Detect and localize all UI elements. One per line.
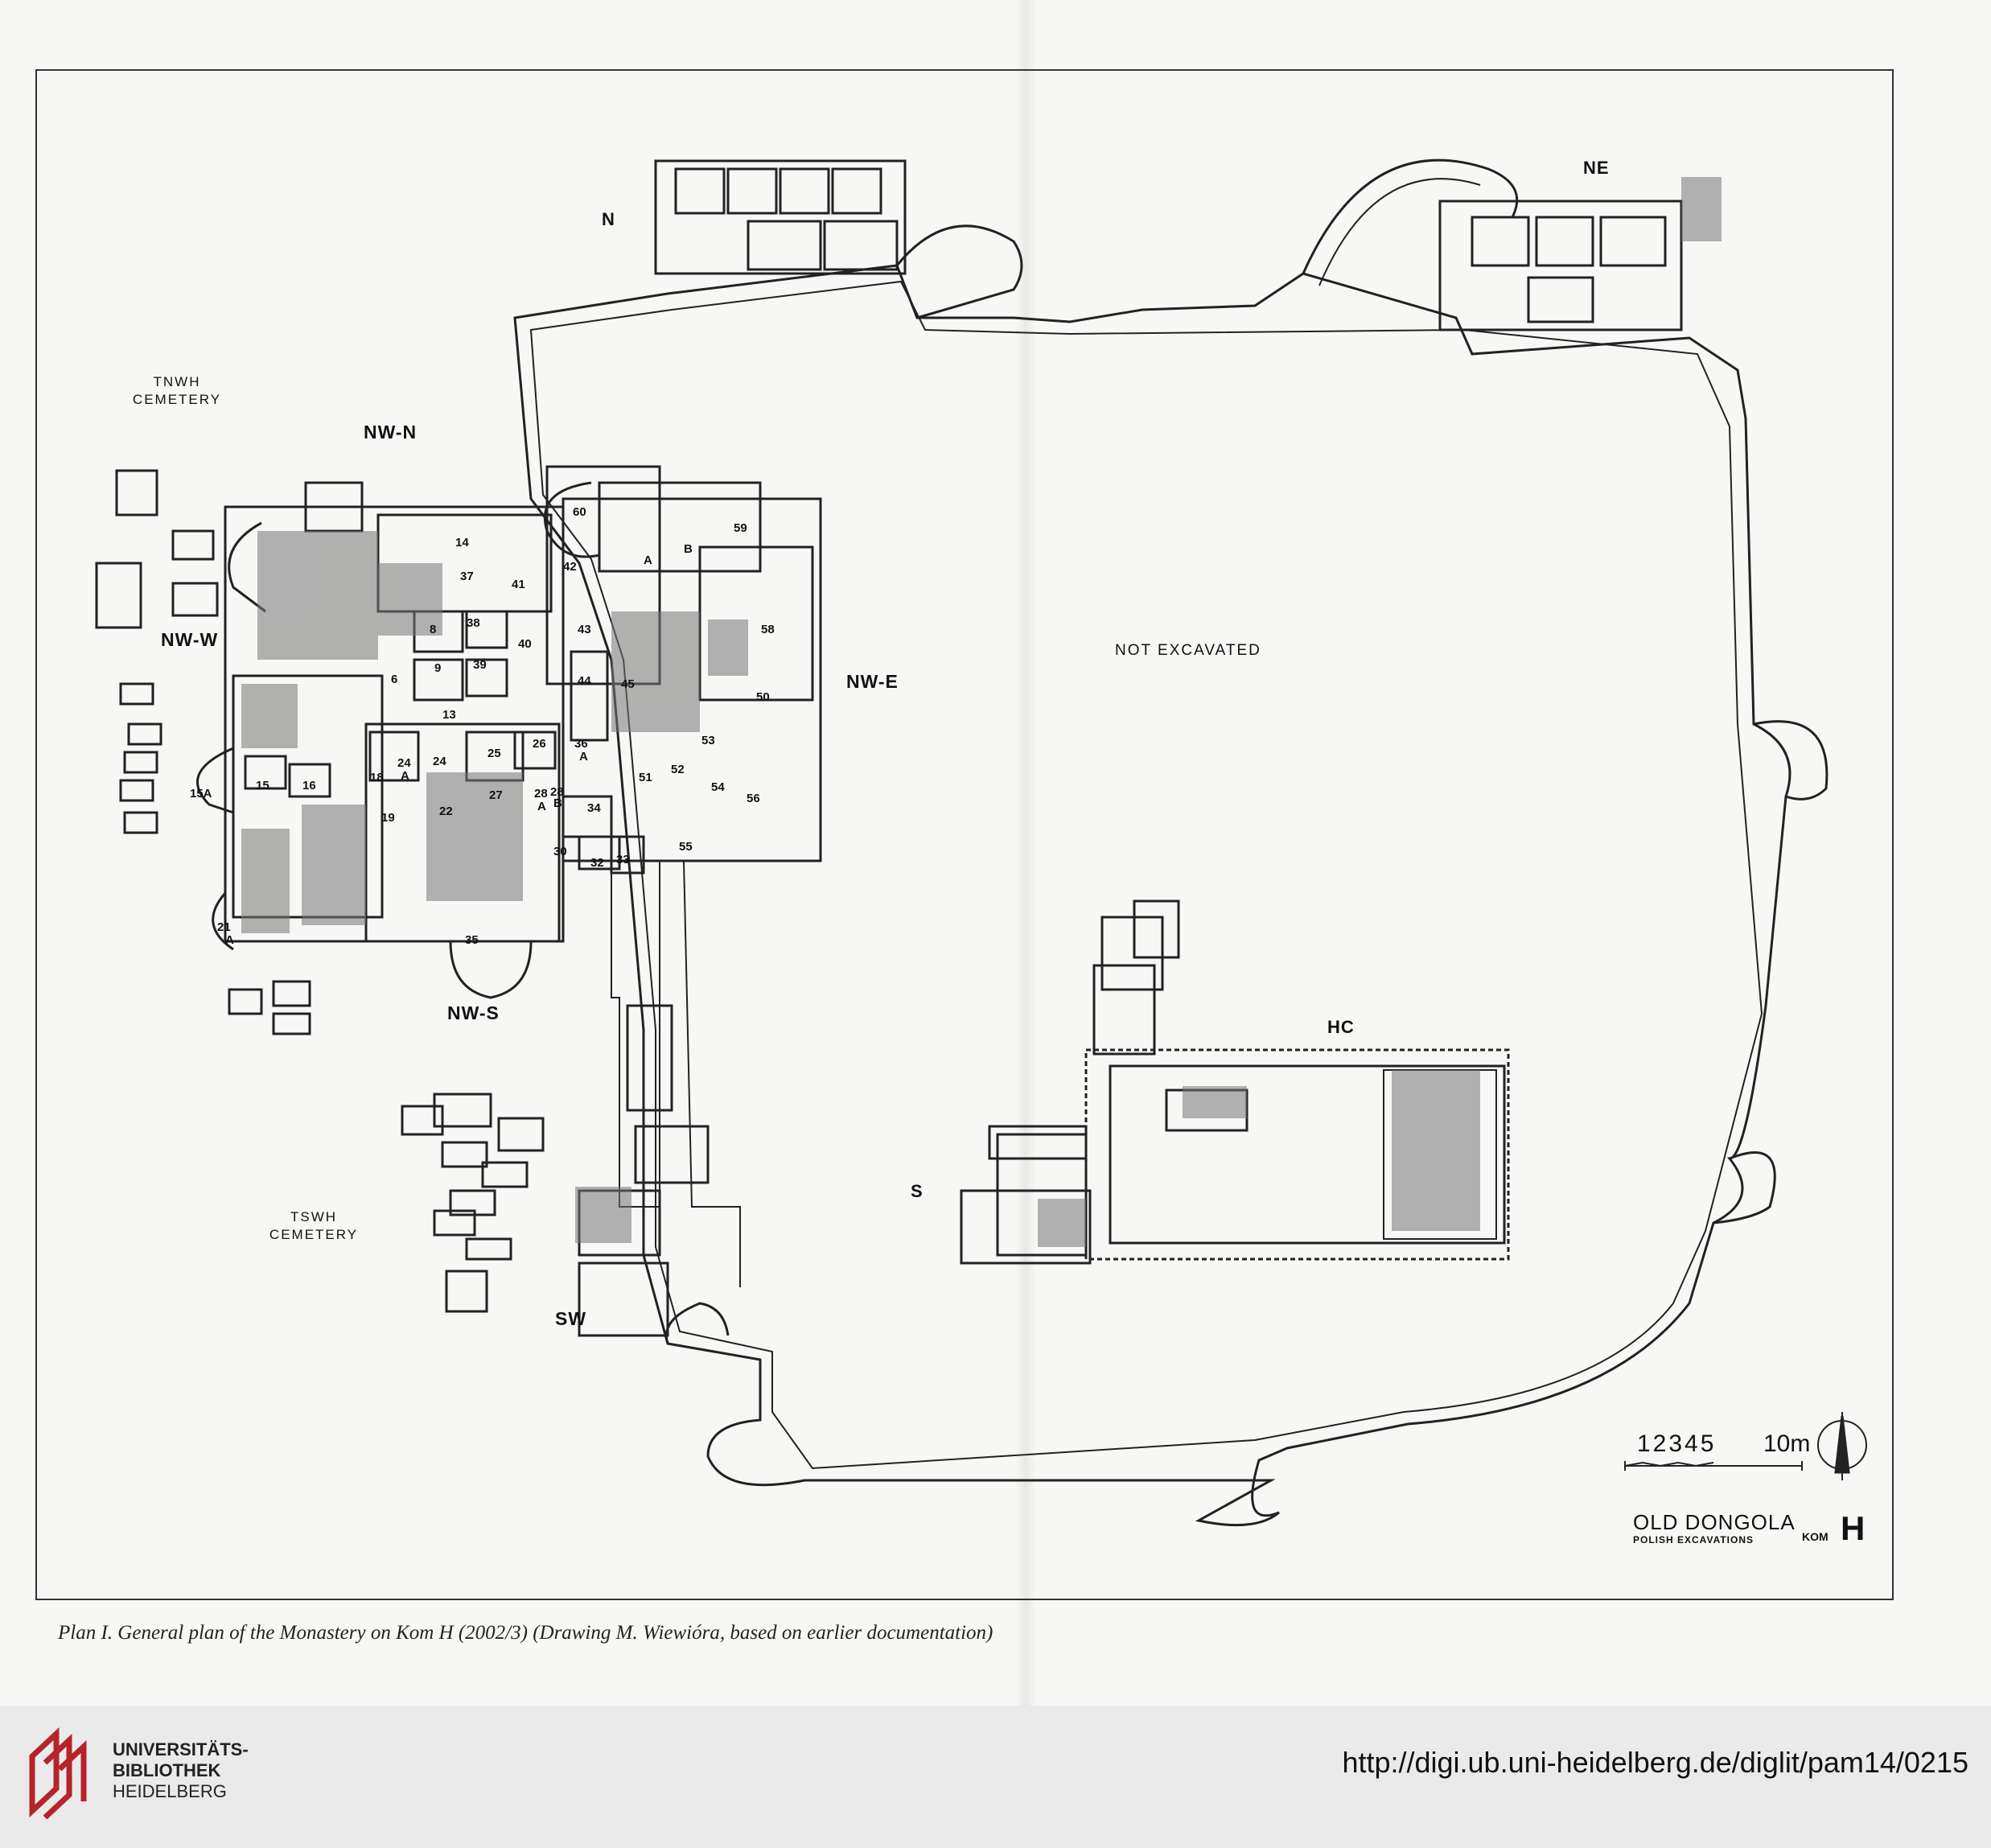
- room-number: 15A: [190, 787, 212, 801]
- library-line3: HEIDELBERG: [113, 1781, 227, 1801]
- room-number: 19: [381, 811, 395, 825]
- tswh-line1: TSWH: [290, 1209, 338, 1224]
- room-number: 28: [534, 787, 548, 801]
- library-name: UNIVERSITÄTS- BIBLIOTHEK HEIDELBERG: [113, 1739, 249, 1802]
- room-number: A: [644, 554, 652, 567]
- room-number: B: [553, 796, 562, 810]
- page-fold: [1015, 0, 1036, 1706]
- tnwh-cemetery-label: TNWH CEMETERY: [121, 373, 233, 409]
- room-number: 52: [671, 763, 685, 776]
- room-number: 59: [734, 521, 747, 535]
- library-line2: BIBLIOTHEK: [113, 1760, 221, 1780]
- room-number: 32: [590, 856, 604, 870]
- room-number: 60: [573, 505, 586, 519]
- room-number: 56: [747, 792, 760, 805]
- room-number: 15: [256, 779, 269, 792]
- scale-ten-m: 10m: [1763, 1430, 1811, 1457]
- area-label-n: N: [602, 209, 615, 229]
- room-number: 44: [578, 674, 591, 688]
- room-number: 53: [701, 734, 715, 747]
- room-number: 58: [761, 623, 775, 636]
- area-label-s: S: [911, 1181, 924, 1201]
- kom-label: KOM: [1802, 1530, 1829, 1543]
- room-number: 35: [465, 933, 479, 947]
- room-number: 9: [434, 661, 442, 675]
- room-number: 13: [442, 708, 456, 722]
- room-number: 39: [473, 658, 487, 672]
- room-number: 38: [467, 616, 480, 630]
- area-label-nw-n: NW-N: [364, 422, 418, 442]
- scale-numbers: 12345: [1637, 1430, 1717, 1457]
- room-number: 34: [587, 801, 601, 815]
- tswh-cemetery-label: TSWH CEMETERY: [257, 1208, 370, 1244]
- library-footer: [0, 1706, 1991, 1848]
- kom-letter: H: [1841, 1509, 1866, 1547]
- tswh-line2: CEMETERY: [269, 1227, 359, 1242]
- polish-excavations-subtitle: POLISH EXCAVATIONS: [1633, 1534, 1754, 1545]
- room-number: 21: [217, 920, 231, 934]
- room-number: 55: [679, 840, 693, 854]
- room-number: 30: [553, 845, 567, 858]
- plan-caption: Plan I. General plan of the Monastery on…: [58, 1622, 993, 1644]
- room-number: 24: [397, 756, 411, 770]
- map-frame: [35, 69, 1894, 1600]
- area-label-not-excavated: NOT EXCAVATED: [1115, 642, 1261, 659]
- room-number: 28: [550, 785, 564, 799]
- room-number: 16: [302, 779, 316, 792]
- site-plan: [95, 158, 1867, 1527]
- room-number: 14: [455, 536, 469, 549]
- scale-bar: [1624, 1461, 1803, 1471]
- room-number: A: [579, 750, 588, 763]
- library-line1: UNIVERSITÄTS-: [113, 1739, 249, 1760]
- room-number: 54: [711, 780, 725, 794]
- area-label-nw-w: NW-W: [161, 629, 219, 650]
- room-number: A: [401, 769, 409, 783]
- room-number: B: [684, 542, 693, 556]
- tnwh-line1: TNWH: [153, 374, 201, 389]
- area-label-nw-s: NW-S: [447, 1002, 500, 1023]
- room-number: 40: [518, 637, 532, 651]
- tnwh-line2: CEMETERY: [132, 392, 222, 407]
- room-number: 25: [487, 747, 501, 760]
- room-number: 18: [370, 771, 384, 784]
- area-label-nw-e: NW-E: [846, 671, 899, 692]
- room-number: 6: [391, 673, 398, 686]
- room-number: A: [537, 800, 546, 813]
- area-label-ne: NE: [1583, 158, 1610, 178]
- area-label-hc: HC: [1327, 1017, 1355, 1037]
- room-number: 22: [439, 805, 453, 818]
- old-dongola-title: OLD DONGOLA: [1633, 1510, 1796, 1534]
- room-number: 8: [430, 623, 437, 636]
- room-number: 51: [639, 771, 652, 784]
- room-number: 50: [756, 690, 770, 704]
- room-number: 37: [460, 570, 474, 583]
- room-number: 24: [433, 755, 446, 768]
- room-number: 45: [621, 677, 635, 691]
- university-library-logo-icon: [29, 1727, 87, 1819]
- area-label-sw: SW: [555, 1308, 587, 1329]
- source-url-link[interactable]: http://digi.ub.uni-heidelberg.de/diglit/…: [1342, 1746, 1968, 1779]
- room-number: 36: [574, 737, 588, 751]
- room-number: 27: [489, 788, 503, 802]
- room-number: 33: [616, 853, 630, 866]
- enclosure-wall: [513, 264, 1791, 1527]
- room-number: 43: [578, 623, 591, 636]
- room-number: 42: [563, 560, 577, 574]
- room-number: A: [225, 933, 234, 947]
- room-number: 41: [512, 578, 525, 591]
- room-number: 26: [533, 737, 546, 751]
